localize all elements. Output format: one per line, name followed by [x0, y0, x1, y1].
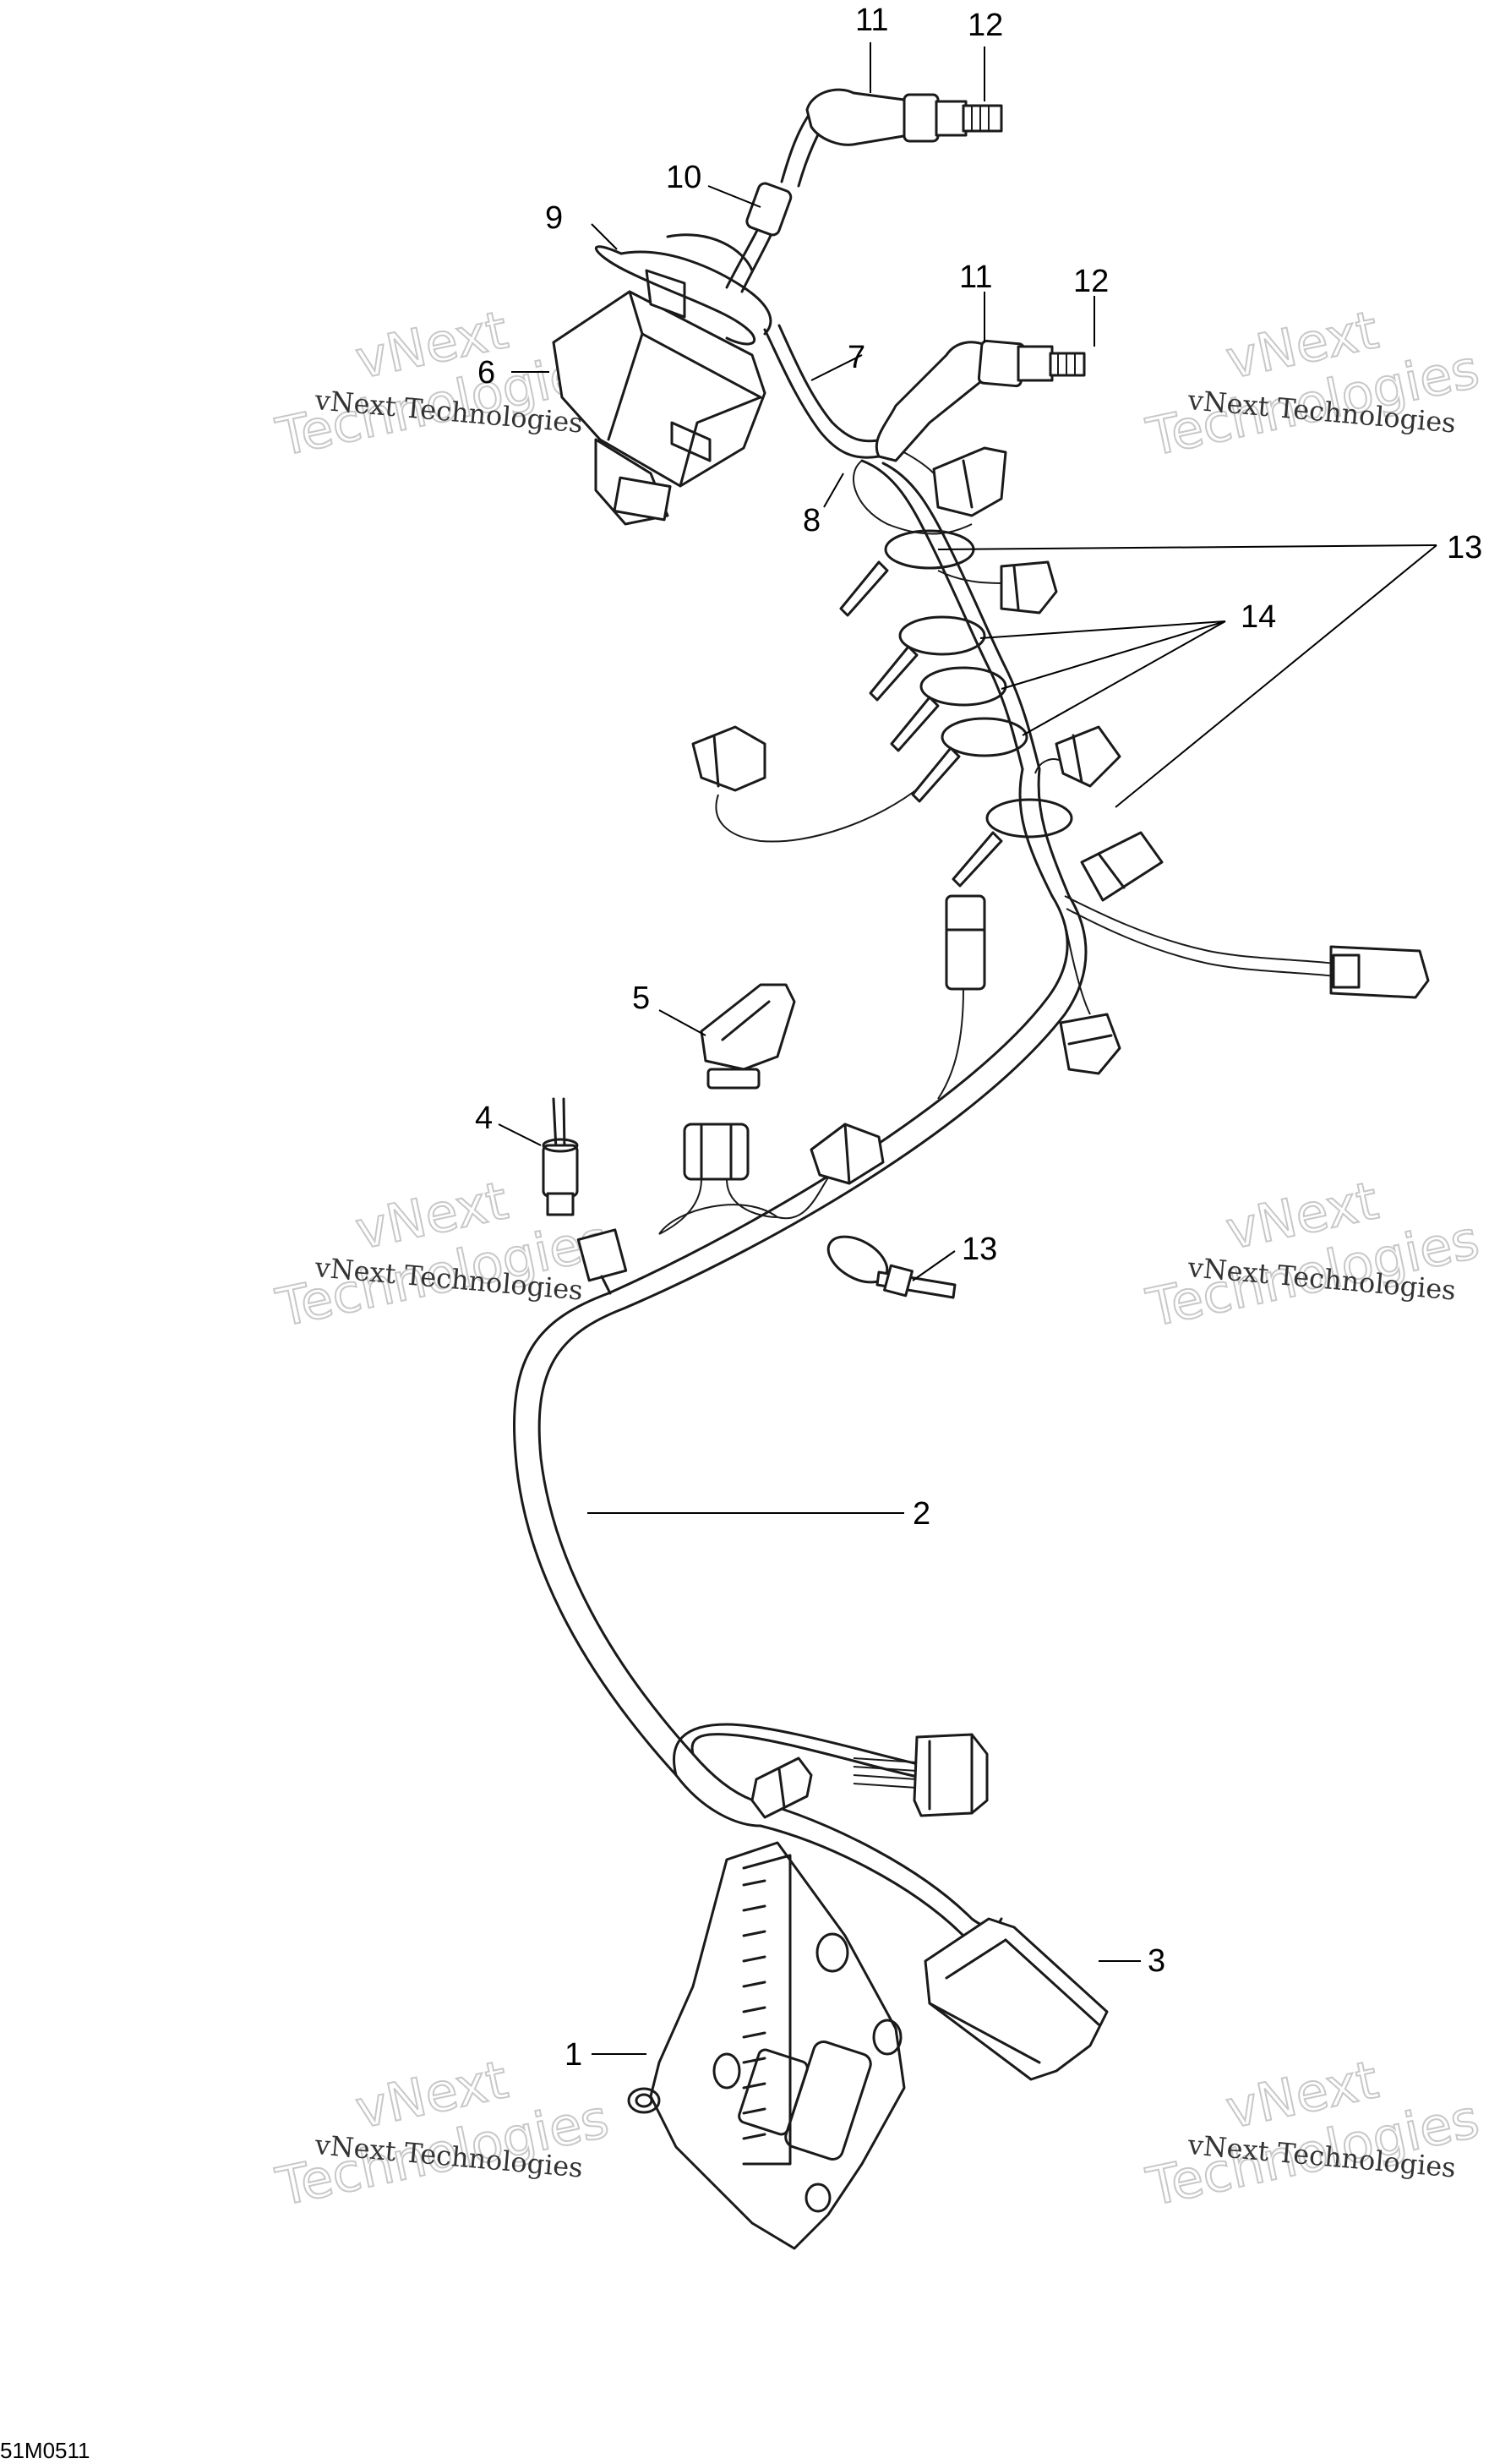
watermark-mid-right: vNext Technologies [1141, 1168, 1486, 1340]
ecm-connector [924, 1917, 1109, 2081]
callout-11: 11 [855, 3, 888, 38]
callout-1: 1 [565, 2037, 582, 2073]
callout-12: 12 [1073, 264, 1109, 299]
watermark-bottom-left: vNext Technologies [270, 2047, 615, 2219]
callout-10: 10 [666, 160, 701, 195]
callout-6: 6 [477, 355, 495, 391]
callout-5: 5 [632, 981, 650, 1016]
cable-ties-cluster [839, 529, 1073, 888]
pressure-sensor [658, 983, 796, 1235]
callout-11: 11 [959, 260, 992, 295]
callout-12: 12 [968, 8, 1003, 43]
callout-2: 2 [913, 1496, 930, 1532]
loose-cable-tie [826, 1235, 957, 1299]
callout-14: 14 [1241, 599, 1276, 635]
wiring-harness [513, 768, 1088, 1947]
spark-plug-assembly-lower [875, 339, 1086, 462]
right-branch-connectors [1059, 831, 1430, 1075]
watermark-top-right: vNext Technologies [1141, 298, 1486, 469]
upper-connector-cluster [691, 446, 1121, 843]
ecm-module [627, 1841, 906, 2250]
callout-13: 13 [962, 1232, 997, 1267]
spark-plug-assembly-top [805, 88, 1003, 146]
callout-4: 4 [475, 1101, 493, 1136]
callout-3: 3 [1148, 1943, 1165, 1979]
temperature-sensor [542, 1097, 628, 1295]
diagram-code: 51M0511 [0, 2438, 90, 2463]
callout-7: 7 [848, 340, 865, 375]
callouts: 11 12 10 9 11 12 7 6 8 13 14 5 4 13 2 3 … [475, 3, 1482, 2073]
callout-9: 9 [545, 200, 563, 236]
callout-8: 8 [803, 503, 821, 538]
harness-connector-lower [750, 1733, 989, 1819]
callout-13: 13 [1447, 530, 1482, 565]
leader-lines [498, 42, 1437, 2055]
ignition-coil [552, 269, 766, 526]
watermark-bottom-right: vNext Technologies [1141, 2047, 1486, 2219]
harness-branch-connectors [658, 894, 986, 1235]
